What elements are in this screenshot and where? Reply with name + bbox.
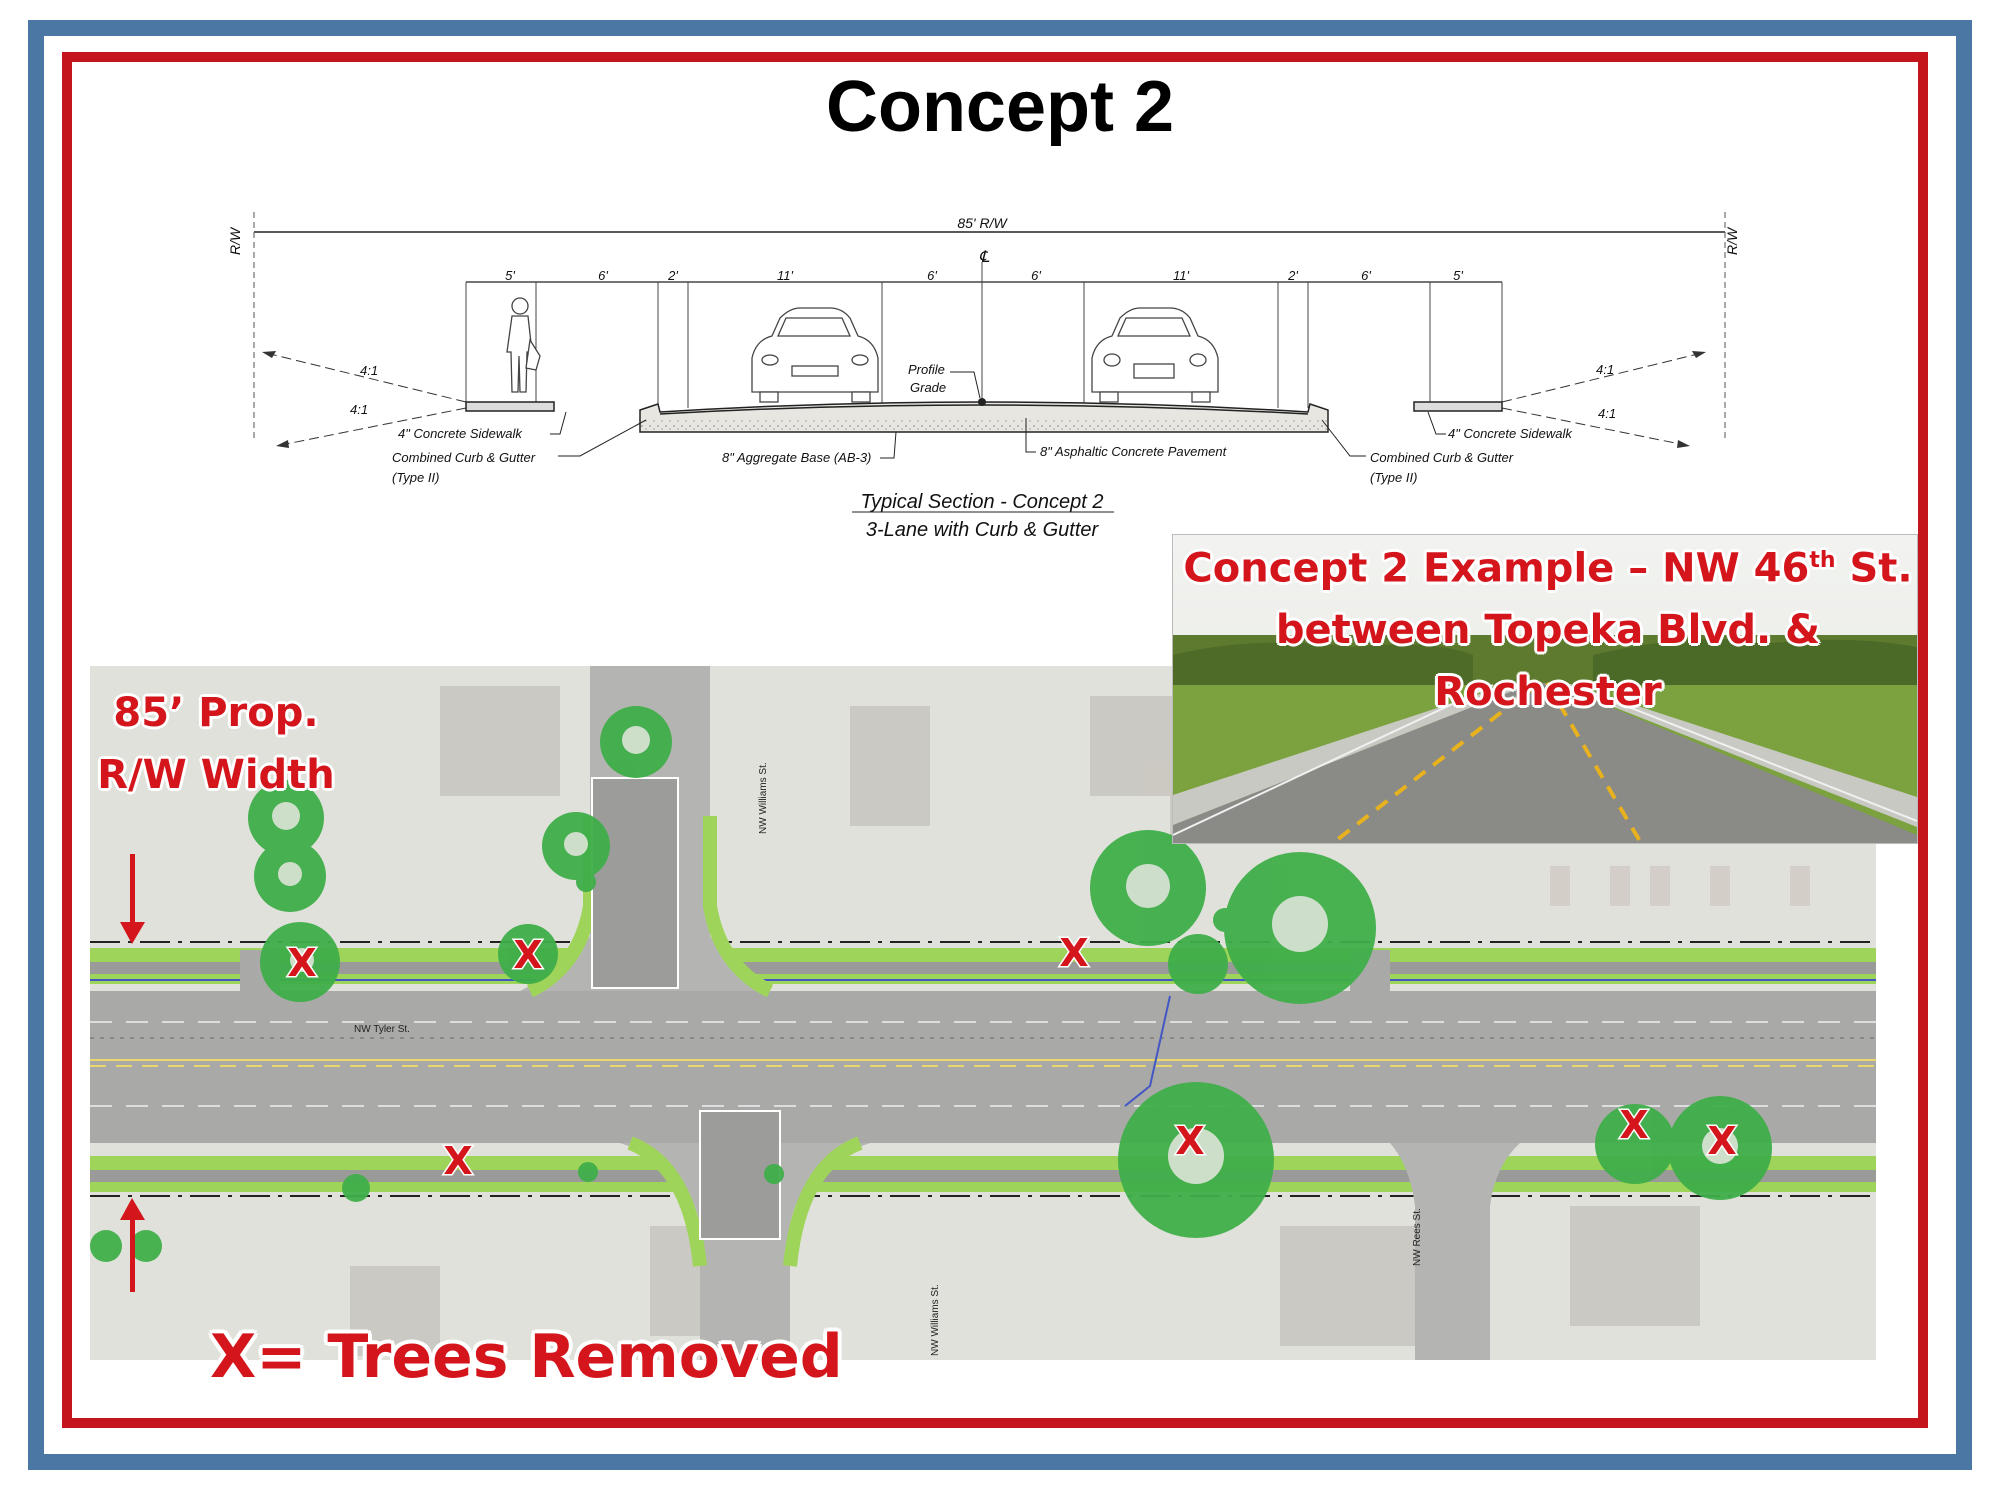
photo-title-superscript: th <box>1809 548 1836 573</box>
tree-icon <box>130 1230 162 1262</box>
centerline-symbol: ℄ <box>979 249 990 266</box>
street-label-williams-north: NW Williams St. <box>758 762 769 834</box>
tree-removed-x: X <box>1619 1103 1648 1147</box>
car-icon <box>1091 307 1219 403</box>
plan-view-map: NW Tyler St. NW Williams St. NW Williams… <box>90 666 1876 1360</box>
dim-label: 6' <box>927 268 937 283</box>
street-label-tyler: NW Tyler St. <box>354 1024 410 1035</box>
profile-grade-label: Profile <box>908 362 945 377</box>
curb-left-label: Combined Curb & Gutter <box>392 450 536 465</box>
tree-icon <box>764 1164 784 1184</box>
photo-title-line2: between Topeka Blvd. & Rochester <box>1275 607 1821 716</box>
slope-label: 4:1 <box>350 402 368 417</box>
car-icon <box>751 307 879 403</box>
dim-label: 5' <box>505 268 515 283</box>
slope-label: 4:1 <box>1596 362 1614 377</box>
dim-label: 11' <box>1173 268 1189 283</box>
tree-removed-marks: X X X X X X X <box>286 930 1738 1185</box>
sidewalk-right-shape <box>1413 401 1503 412</box>
profile-grade-label: Grade <box>910 380 946 395</box>
base-label: 8" Aggregate Base (AB-3) <box>722 450 871 465</box>
tree-removed-x: X <box>1059 931 1088 975</box>
sidewalk-left-label: 4" Concrete Sidewalk <box>398 426 523 441</box>
pavement-label: 8" Asphaltic Concrete Pavement <box>1040 444 1228 459</box>
dim-label: 6' <box>598 268 608 283</box>
sidewalk-right-label: 4" Concrete Sidewalk <box>1448 426 1573 441</box>
tree-icon <box>90 1230 122 1262</box>
photo-title: Concept 2 Example – NW 46th St. between … <box>1176 530 1920 723</box>
segment-dimensions: 5' 6' 2' 11' 6' 6' 11' 2' 6' 5' <box>505 268 1463 283</box>
tree-removed-x: X <box>1175 1119 1204 1163</box>
dim-label: 6' <box>1361 268 1371 283</box>
dim-label: 11' <box>777 268 793 283</box>
rw-width-label: 85’ Prop. R/W Width <box>96 682 336 806</box>
trees-removed-legend: X= Trees Removed <box>210 1322 843 1392</box>
pedestrian-icon <box>506 297 541 393</box>
example-photo <box>1172 534 1918 844</box>
section-caption: Typical Section - Concept 2 <box>860 491 1103 513</box>
tree-icon <box>578 1162 598 1182</box>
rw-width-label-line1: 85’ Prop. <box>113 690 319 736</box>
photo-title-line1: Concept 2 Example – NW 46 <box>1183 545 1810 592</box>
slope-label: 4:1 <box>1598 406 1616 421</box>
tree-removed-x: X <box>443 1139 472 1183</box>
dim-label: 2' <box>667 268 678 283</box>
trees <box>90 706 1772 1262</box>
tree-icon <box>1595 1104 1675 1184</box>
photo-title-line1-end: St. <box>1835 545 1913 592</box>
tree-icon <box>1213 908 1237 932</box>
rw-width-label-line2: R/W Width <box>97 752 335 798</box>
slope-label: 4:1 <box>360 363 378 378</box>
curb-left-label: (Type II) <box>392 470 439 485</box>
rw-tag-left: R/W <box>227 226 243 255</box>
rw-total-label: 85' R/W <box>957 215 1008 231</box>
dim-label: 6' <box>1031 268 1041 283</box>
tree-icon <box>576 872 596 892</box>
typical-section-diagram: 85' R/W R/W R/W ℄ 5' 6' 2' 11' 6' 6' 11'… <box>227 212 1740 541</box>
tree-icon <box>1168 934 1228 994</box>
curb-right-label: (Type II) <box>1370 470 1417 485</box>
rw-arrows <box>120 854 145 1292</box>
dim-label: 2' <box>1287 268 1298 283</box>
tree-removed-x: X <box>287 941 316 985</box>
street-label-williams-south: NW Williams St. <box>930 1284 941 1356</box>
tree-icon <box>498 924 558 984</box>
tree-removed-x: X <box>513 933 542 977</box>
curb-right-label: Combined Curb & Gutter <box>1370 450 1514 465</box>
sidewalk-left-shape <box>465 401 555 412</box>
rw-tag-right: R/W <box>1724 226 1740 255</box>
dim-label: 5' <box>1453 268 1463 283</box>
tree-removed-x: X <box>1707 1119 1736 1163</box>
page-title: Concept 2 <box>825 67 1175 147</box>
street-label-rees: NW Rees St. <box>1412 1208 1423 1266</box>
tree-icon <box>342 1174 370 1202</box>
section-subcaption: 3-Lane with Curb & Gutter <box>866 519 1100 541</box>
